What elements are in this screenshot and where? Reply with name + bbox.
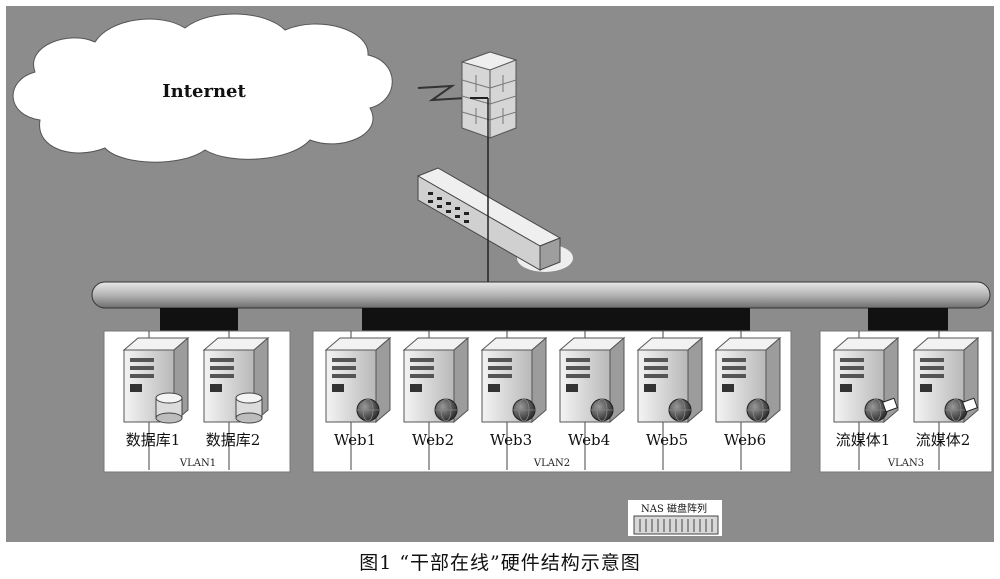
server-label: Web2	[412, 431, 454, 449]
globe-icon	[668, 398, 692, 422]
globe-icon	[434, 398, 458, 422]
internet-cloud: Internet	[12, 13, 393, 163]
server-icon	[912, 331, 980, 470]
nas-label: NAS 磁盘阵列	[641, 502, 707, 515]
vlan-label: VLAN3	[887, 458, 924, 469]
globe-icon	[944, 398, 968, 422]
server-label: 流媒体1	[836, 431, 891, 449]
server-label: Web5	[646, 431, 688, 449]
server-label: 流媒体2	[916, 431, 971, 449]
film-reel-icon	[962, 397, 978, 413]
internet-label: Internet	[162, 81, 246, 102]
globe-icon	[512, 398, 536, 422]
nas-disk-array-icon: NAS 磁盘阵列	[628, 500, 722, 536]
globe-icon	[590, 398, 614, 422]
globe-icon	[864, 398, 888, 422]
server-label: 数据库2	[206, 431, 261, 449]
vlan-panel-2	[312, 330, 792, 473]
database-icon	[155, 392, 183, 424]
server-icon	[558, 331, 626, 470]
vlan-label: VLAN2	[533, 458, 570, 469]
globe-icon	[746, 398, 770, 422]
figure-caption: 图1 “干部在线”硬件结构示意图	[359, 552, 641, 574]
server-label: 数据库1	[126, 431, 181, 449]
server-label: Web6	[724, 431, 766, 449]
backbone-bus	[91, 281, 991, 309]
server-label: Web3	[490, 431, 532, 449]
server-label: Web1	[334, 431, 376, 449]
vlan-label: VLAN1	[179, 458, 216, 469]
server-label: Web4	[568, 431, 610, 449]
globe-icon	[356, 398, 380, 422]
switch-icon	[416, 167, 573, 272]
server-icon	[714, 331, 782, 470]
bus-connectors	[160, 308, 948, 331]
database-icon	[235, 392, 263, 424]
firewall-icon	[460, 51, 518, 139]
film-reel-icon	[882, 397, 898, 413]
wan-link-icon	[417, 84, 467, 102]
